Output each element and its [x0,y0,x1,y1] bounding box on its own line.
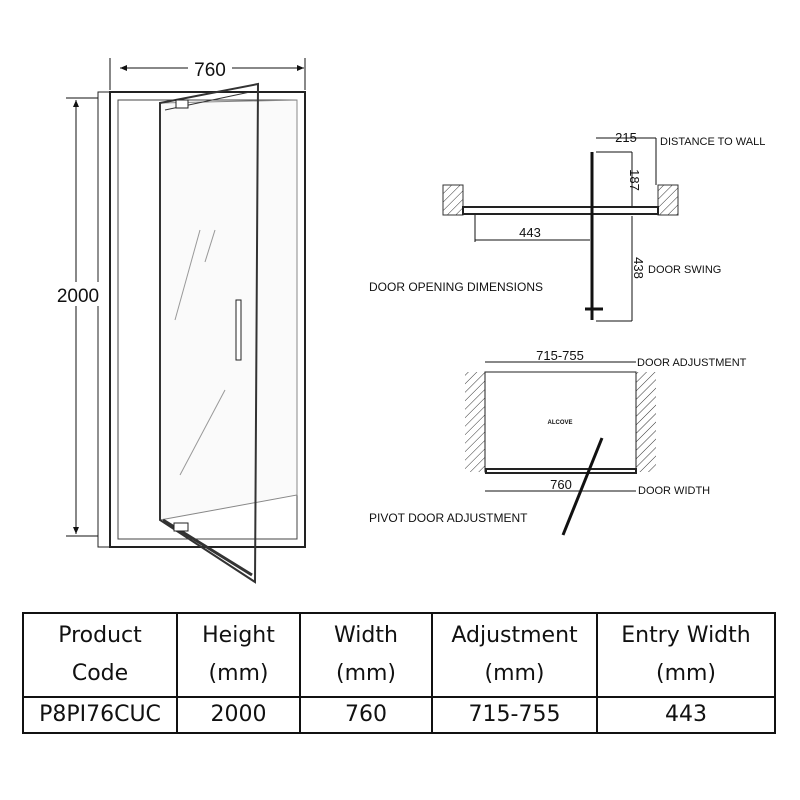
technical-drawing: 760 2000 215 DISTANCE TO WALL 187 443 43… [52,58,766,584]
door-opening-title: DOOR OPENING DIMENSIONS [369,280,543,294]
bottom-pivot [173,522,189,532]
swing-label: DOOR SWING [648,264,721,276]
shower-interior [159,99,298,521]
front-view: 760 2000 [52,58,306,584]
swing-value: 438 [631,257,646,279]
pivot-adjustment-title: PIVOT DOOR ADJUSTMENT [369,511,528,525]
wall [97,91,111,548]
top-pivot [175,99,189,109]
pivot-adjustment-plan: ALCOVE 715-755 DOOR ADJUSTMENT 760 DOOR … [369,348,747,536]
header-width: Width(mm) [299,612,433,698]
front-height-label: 2000 [57,286,99,307]
adjust-value: 715-755 [536,348,584,363]
cell-width: 760 [299,696,433,734]
glass-reflection [204,229,216,263]
door-opening-plan: 215 DISTANCE TO WALL 187 443 438 DOOR SW… [369,130,765,322]
door-rail [485,468,637,474]
door-width-label: DOOR WIDTH [638,485,710,497]
header-adjustment: Adjustment(mm) [431,612,598,698]
front-width-label: 760 [194,60,226,81]
distance-label: DISTANCE TO WALL [660,136,765,148]
header-height: Height(mm) [176,612,301,698]
distance-value: 215 [615,130,637,145]
door-handle [235,299,242,361]
cell-height: 2000 [176,696,301,734]
table-row: P8PI76CUC 2000 760 715-755 443 [22,696,776,734]
entry-value: 443 [519,225,541,240]
fixed-rail [462,206,659,215]
cell-entry-width: 443 [596,696,776,734]
alcove-label: ALCOVE [547,420,572,426]
glass-reflection [179,389,226,476]
cell-product-code: P8PI76CUC [22,696,178,734]
glass-door-panel [159,82,260,584]
header-entry-width: Entry Width(mm) [596,612,776,698]
swinging-door [561,437,604,536]
adjust-label: DOOR ADJUSTMENT [637,357,747,369]
glass-reflection [174,229,201,321]
door-width-value: 760 [550,477,572,492]
cell-adjustment: 715-755 [431,696,598,734]
alcove [484,371,637,473]
projection-value: 187 [627,169,642,191]
